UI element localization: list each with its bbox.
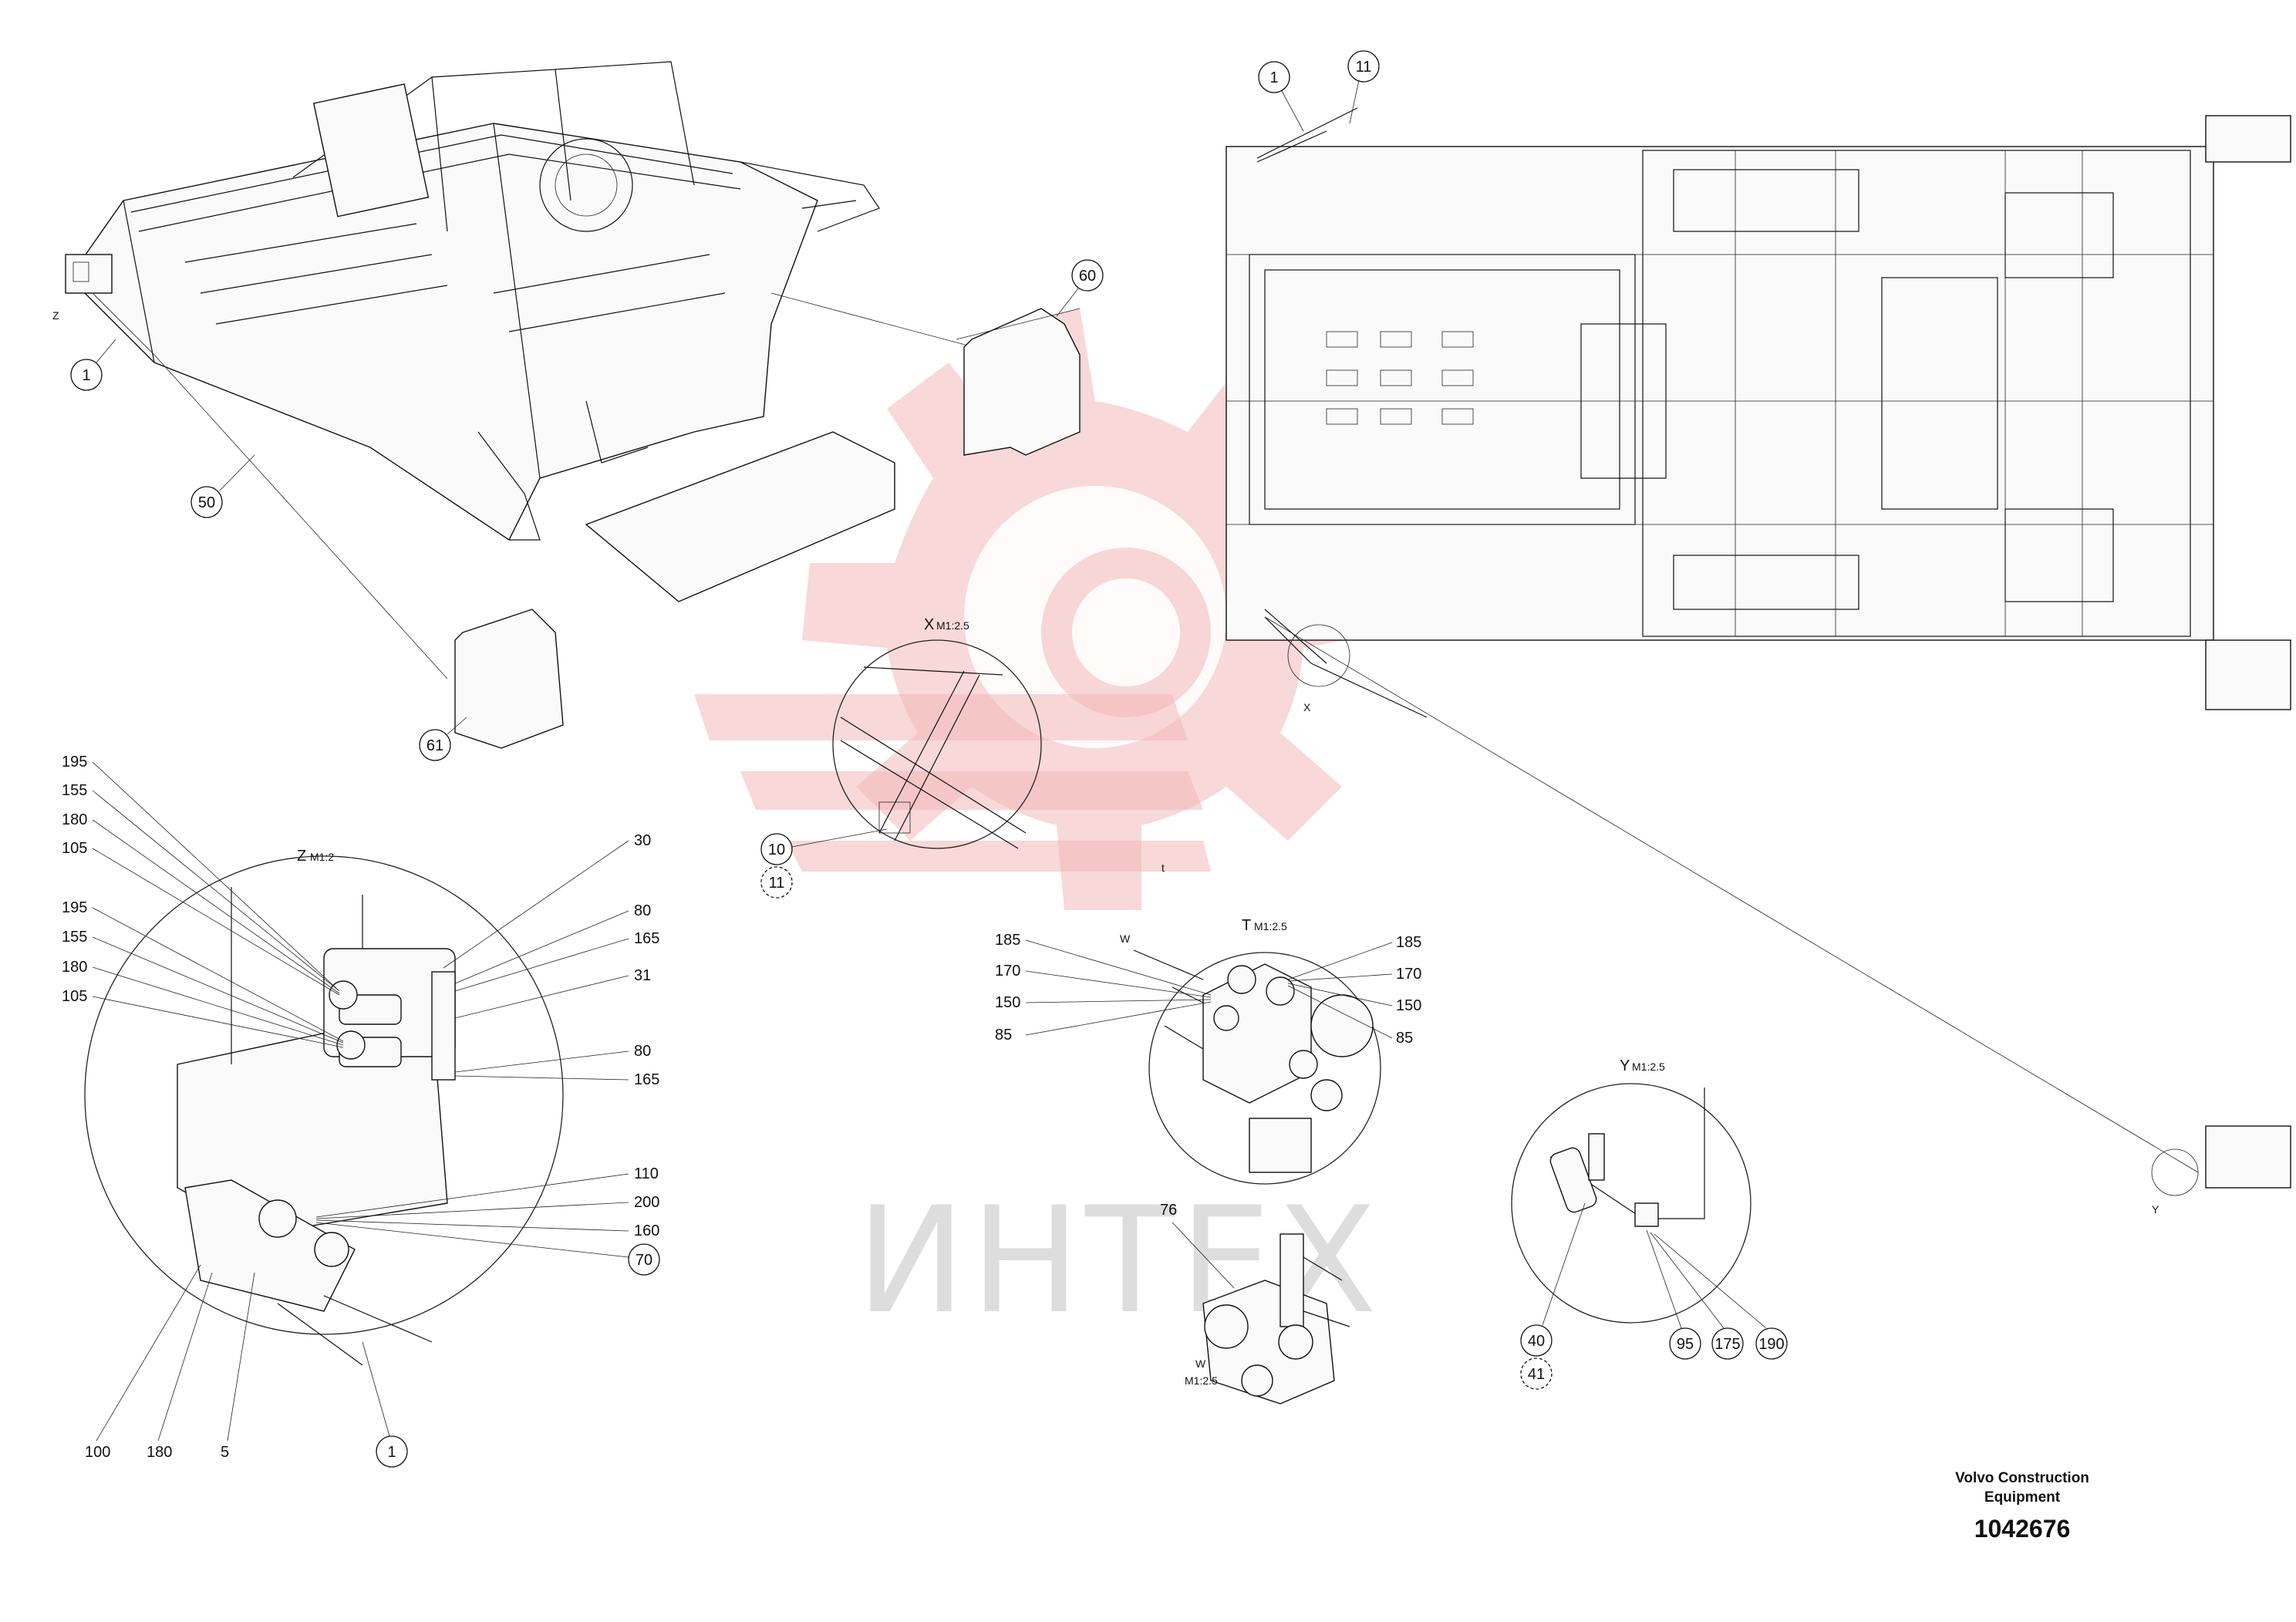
callout-bubble bbox=[190, 486, 223, 518]
callout-bubble bbox=[1071, 259, 1104, 292]
t-left-label: 85 bbox=[995, 1027, 1012, 1044]
callout-bubble bbox=[1669, 1327, 1701, 1360]
t-right-label: 150 bbox=[1396, 997, 1421, 1014]
z-right-label: 200 bbox=[634, 1194, 659, 1211]
detail-y: Y M1:2.5 40 41 95 175 190 bbox=[1511, 1057, 1788, 1390]
callout-bubble bbox=[1755, 1327, 1788, 1360]
callout-bubble bbox=[70, 359, 103, 391]
callout-bubble bbox=[1520, 1324, 1553, 1357]
callout-bubble bbox=[1258, 61, 1290, 93]
isometric-frame-view: Z 1 50 60 61 bbox=[52, 61, 1104, 761]
callout-bubble bbox=[1711, 1327, 1744, 1360]
callout-60: 60 bbox=[1079, 268, 1096, 285]
callout-bubble bbox=[628, 1243, 660, 1276]
z-left-label: 195 bbox=[62, 899, 87, 916]
plan-view: 1 11 X Y bbox=[1226, 50, 2291, 1216]
z-callout-70: 70 bbox=[636, 1252, 652, 1269]
z-left-label: 195 bbox=[62, 754, 87, 771]
callout-50: 50 bbox=[198, 494, 215, 511]
detail-x-scale: M1:2.5 bbox=[936, 619, 969, 632]
callout-1: 1 bbox=[82, 367, 90, 384]
t-right-label: 185 bbox=[1396, 934, 1421, 951]
z-right-label: 80 bbox=[634, 1043, 651, 1060]
detail-z-bottom-labels: 100 180 5 1 bbox=[85, 1264, 408, 1468]
z-bottom-label: 100 bbox=[85, 1444, 110, 1461]
t-right-label: 85 bbox=[1396, 1030, 1413, 1047]
z-bottom-label: 180 bbox=[147, 1444, 172, 1461]
z-right-label: 165 bbox=[634, 1071, 659, 1088]
detail-z-scale: M1:2 bbox=[310, 851, 334, 863]
z-right-label: 30 bbox=[634, 832, 651, 849]
t-left-label: 170 bbox=[995, 963, 1020, 980]
detail-z: Z M1:2 195 155 180 105 195 155 180 105 3… bbox=[62, 754, 660, 1468]
callout-bubble bbox=[376, 1435, 408, 1468]
x-view-mark: X bbox=[1303, 701, 1311, 713]
t-left-label: 150 bbox=[995, 994, 1020, 1011]
z-right-label: 80 bbox=[634, 902, 651, 919]
company-name-line2: Equipment bbox=[1984, 1489, 2061, 1506]
z-view-mark: Z bbox=[52, 309, 59, 322]
detail-t-w-arrow: W bbox=[1120, 932, 1131, 945]
detail-t-title: T bbox=[1242, 917, 1251, 934]
y-callout-175: 175 bbox=[1714, 1336, 1740, 1353]
y-callout-40: 40 bbox=[1528, 1333, 1545, 1350]
plan-callout-1: 1 bbox=[1269, 69, 1278, 86]
callout-bubble bbox=[1520, 1357, 1553, 1390]
y-callout-95: 95 bbox=[1677, 1336, 1694, 1353]
z-left-label: 155 bbox=[62, 782, 87, 799]
t-right-label: 170 bbox=[1396, 966, 1421, 983]
detail-w: 76 W M1:2.5 bbox=[1160, 1202, 1350, 1404]
company-name-line1: Volvo Construction bbox=[1955, 1470, 2089, 1486]
detail-z-title: Z bbox=[297, 848, 306, 865]
detail-w-title: W bbox=[1195, 1357, 1206, 1370]
callout-bubble bbox=[760, 866, 793, 899]
x-callout-11: 11 bbox=[769, 875, 785, 892]
title-block: Volvo Construction Equipment 1042676 bbox=[1955, 1470, 2089, 1543]
detail-y-scale: M1:2.5 bbox=[1632, 1061, 1665, 1073]
detail-t-right-labels: 185 170 150 85 bbox=[1287, 934, 1421, 1047]
x-callout-10: 10 bbox=[768, 841, 785, 858]
y-callout-41: 41 bbox=[1528, 1366, 1545, 1383]
plan-callout-11: 11 bbox=[1356, 59, 1372, 76]
callout-61: 61 bbox=[426, 737, 443, 754]
callout-bubble bbox=[419, 729, 451, 761]
w-callout-76: 76 bbox=[1160, 1202, 1177, 1219]
z-left-label: 180 bbox=[62, 959, 87, 976]
detail-t-scale: M1:2.5 bbox=[1254, 920, 1287, 932]
z-left-label: 105 bbox=[62, 840, 87, 857]
z-right-label: 110 bbox=[634, 1165, 659, 1182]
z-callout-1: 1 bbox=[387, 1444, 396, 1461]
z-right-label: 31 bbox=[634, 967, 651, 984]
detail-x-title: X bbox=[924, 616, 934, 633]
z-left-label: 180 bbox=[62, 811, 87, 828]
detail-t-left-labels: 185 170 150 85 bbox=[995, 932, 1212, 1044]
z-right-label: 165 bbox=[634, 930, 659, 947]
t-left-label: 185 bbox=[995, 932, 1020, 949]
z-left-label: 155 bbox=[62, 929, 87, 946]
z-right-label: 160 bbox=[634, 1222, 659, 1239]
z-bottom-label: 5 bbox=[221, 1444, 229, 1461]
detail-t: T M1:2.5 t W 185 170 150 85 185 170 150 … bbox=[995, 862, 1421, 1185]
detail-x: X M1:2.5 10 11 bbox=[760, 616, 1042, 899]
detail-z-right-labels: 30 80 165 31 80 165 110 200 160 70 bbox=[315, 832, 660, 1276]
detail-t-top-mark: t bbox=[1161, 862, 1165, 874]
detail-z-left-labels: 195 155 180 105 195 155 180 105 bbox=[62, 754, 344, 1048]
y-callout-190: 190 bbox=[1758, 1336, 1784, 1353]
z-left-label: 105 bbox=[62, 988, 87, 1005]
y-view-mark: Y bbox=[2152, 1203, 2159, 1216]
part-number: 1042676 bbox=[1974, 1515, 2071, 1543]
detail-w-scale: M1:2.5 bbox=[1185, 1374, 1218, 1387]
callout-bubble bbox=[1347, 50, 1380, 83]
callout-bubble bbox=[760, 833, 793, 865]
detail-y-title: Y bbox=[1620, 1057, 1630, 1074]
